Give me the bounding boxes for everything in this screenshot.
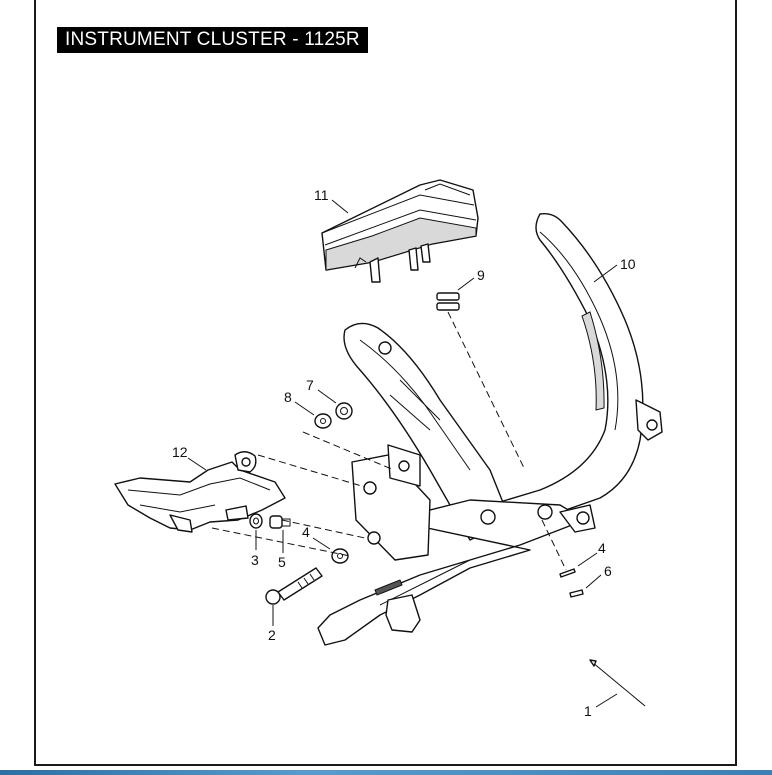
sub-bracket-part [114,451,286,533]
instrument-cluster-part [321,179,479,283]
callout-labels: 11 9 10 7 8 12 4 3 5 2 4 6 1 [172,187,636,719]
callout-9: 9 [477,267,485,283]
nut-part [335,402,353,420]
callout-10: 10 [620,256,636,272]
screw-part [269,515,291,529]
callout-7: 7 [306,377,314,393]
diagram-title: INSTRUMENT CLUSTER - 1125R [57,27,368,53]
clip-part [569,589,584,598]
callout-6: 6 [604,563,612,579]
callout-1: 1 [584,703,592,719]
washer-part-left [331,548,349,564]
callout-12: 12 [172,444,188,460]
leader-lines [187,199,618,708]
lock-washer-part [249,513,263,529]
cable-tie-part [589,659,646,707]
callout-3: 3 [251,552,259,568]
washer-part [314,413,332,429]
callout-5: 5 [278,554,286,570]
callout-4-right: 4 [598,540,606,556]
pin-part [559,568,576,578]
fairing-bracket-part [317,212,663,646]
bolt-part [265,567,323,605]
callout-2: 2 [268,627,276,643]
bottom-accent-bar [0,770,772,775]
callout-4-left: 4 [302,524,310,540]
callout-8: 8 [284,389,292,405]
assembly-lines [211,311,567,571]
callout-11: 11 [314,187,329,203]
grommet-part [436,292,460,311]
